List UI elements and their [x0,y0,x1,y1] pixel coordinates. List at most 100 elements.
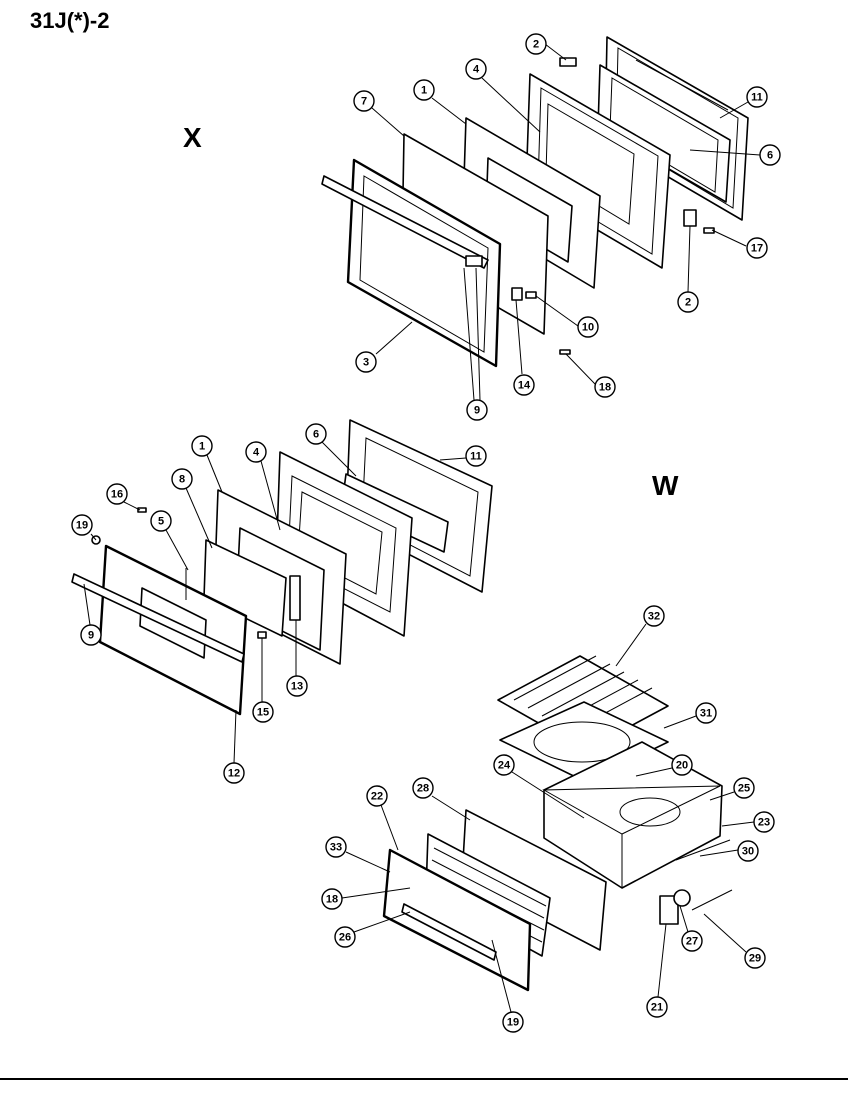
callout-circle [466,399,488,421]
callout-number: 14 [518,380,531,392]
callout-number: 16 [111,489,123,501]
callout-9-21: 9 [80,624,102,646]
callout-number: 12 [228,768,240,780]
callout-number: 15 [257,707,269,719]
callout-12-24: 12 [223,762,245,784]
callout-14-10: 14 [513,374,535,396]
callout-circle [80,624,102,646]
callout-circle [286,675,308,697]
callout-13-22: 13 [286,675,308,697]
callout-10-8: 10 [577,316,599,338]
upper-door-assembly [321,36,749,368]
callout-25-29: 25 [733,777,755,799]
callout-number: 30 [742,846,754,858]
callout-circle [191,435,213,457]
callout-circle [733,777,755,799]
callout-4-1: 4 [465,58,487,80]
callout-leaders [83,43,761,1013]
diagram-title: 31J(*)-2 [30,8,110,33]
callout-2-0: 2 [525,33,547,55]
callout-circle [759,144,781,166]
part-screw-small [559,349,571,355]
section-label-x: X [183,122,202,153]
callout-number: 9 [474,405,480,417]
callout-28-31: 28 [412,777,434,799]
callout-circle [71,514,93,536]
part-door-liner [525,73,671,269]
callout-number: 2 [533,39,539,51]
callout-circle [753,811,775,833]
callout-6-15: 6 [305,423,327,445]
callout-circle [353,90,375,112]
part-lower-glass-front [203,539,287,637]
callout-number: 8 [179,474,185,486]
callout-number: 25 [738,783,750,795]
callout-circle [513,374,535,396]
part-spring [511,287,523,301]
callout-8-17: 8 [171,468,193,490]
callout-number: 7 [361,96,367,108]
callout-4-14: 4 [245,441,267,463]
part-clip-10 [525,291,537,299]
callout-24-27: 24 [493,754,515,776]
callout-circle [695,702,717,724]
part-door-handle [321,175,489,269]
callout-number: 1 [199,441,205,453]
bottom-rule [0,1078,848,1080]
callout-circle [413,79,435,101]
callout-number: 4 [253,447,260,459]
callout-20-28: 20 [671,754,693,776]
callout-3-9: 3 [355,351,377,373]
callout-circle [646,996,668,1018]
callout-21-39: 21 [646,996,668,1018]
callout-number: 18 [599,382,611,394]
callout-16-18: 16 [106,483,128,505]
callout-15-23: 15 [252,701,274,723]
callout-number: 9 [88,630,94,642]
callout-circle [681,930,703,952]
callout-circle [744,947,766,969]
callout-number: 4 [473,64,480,76]
broiler-drawer-assembly [382,655,733,992]
callout-number: 13 [291,681,303,693]
callout-circle [412,777,434,799]
callout-31-26: 31 [695,702,717,724]
callout-18-11: 18 [594,376,616,398]
callout-30-34: 30 [737,840,759,862]
callout-number: 17 [751,243,763,255]
callout-number: 27 [686,936,698,948]
part-screw-16 [137,507,147,513]
callout-7-3: 7 [353,90,375,112]
part-ignitor [673,889,691,907]
callout-number: 20 [676,760,688,772]
callout-number: 11 [751,92,763,104]
callout-circle [746,237,768,259]
callout-circle [305,423,327,445]
part-drawer-handle [401,903,497,961]
callout-circle [150,510,172,532]
callout-circle [223,762,245,784]
callout-circle [737,840,759,862]
callout-18-35: 18 [321,888,343,910]
callout-circle [465,58,487,80]
callout-circle [502,1011,524,1033]
callout-number: 18 [326,894,338,906]
callout-19-40: 19 [502,1011,524,1033]
callout-number: 2 [685,297,691,309]
callout-circle [493,754,515,776]
callout-circle [366,785,388,807]
callout-circle [643,605,665,627]
callout-29-38: 29 [744,947,766,969]
callout-9-12: 9 [466,399,488,421]
part-hinge-clip [683,209,697,227]
callout-circle [577,316,599,338]
callout-circle [106,483,128,505]
part-window-frame [597,64,731,203]
callout-number: 1 [421,85,427,97]
callout-number: 29 [749,953,761,965]
callout-1-2: 1 [413,79,435,101]
callout-33-33: 33 [325,836,347,858]
callout-number: 3 [363,357,369,369]
